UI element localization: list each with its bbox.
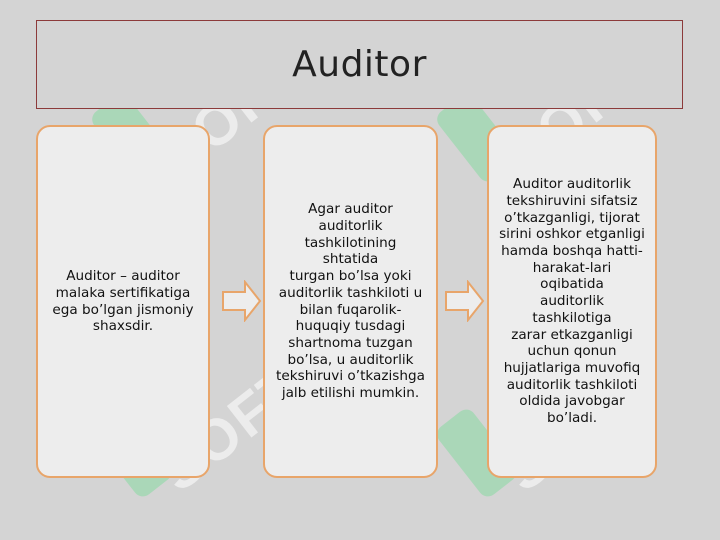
text-line: tekshiruvini sifatsiz: [506, 192, 638, 209]
text-line: Auditor – auditor: [66, 268, 180, 285]
text-line: jalb etilishi mumkin.: [281, 385, 420, 402]
text-line: o’tkazganligi, tijorat: [504, 209, 640, 226]
text-line: bo’lsa, u auditorlik: [287, 351, 414, 368]
text-line: bilan fuqarolik-: [299, 301, 402, 318]
text-line: sirini oshkor etganligi: [499, 226, 645, 243]
text-line: malaka sertifikatiga: [55, 284, 191, 301]
text-line: Agar auditor: [308, 201, 393, 218]
text-line: shartnoma tuzgan: [288, 334, 413, 351]
flow-arrow-icon: [222, 280, 262, 322]
text-line: auditorlik tashkiloti u: [278, 284, 423, 301]
liability-text: Auditor auditorlik tekshiruvini sifatsiz…: [499, 176, 645, 427]
text-line: tekshiruvi o’tkazishga: [276, 368, 425, 385]
text-line: shaxsdir.: [92, 318, 154, 335]
text-line: tashkilotining shtatida: [304, 234, 397, 268]
title-box: Auditor: [36, 20, 683, 109]
text-line: bo’ladi.: [546, 410, 598, 427]
text-line: turgan bo’lsa yoki: [289, 268, 412, 285]
condition-box: Agar auditor auditorlik tashkilotining s…: [263, 125, 438, 478]
text-line: harakat-lari oqibatida: [532, 259, 612, 293]
definition-text: Auditor – auditor malaka sertifikatiga e…: [52, 268, 193, 335]
text-line: oldida javobgar: [519, 393, 625, 410]
text-line: Auditor auditorlik: [513, 176, 631, 193]
slide-title: Auditor: [292, 44, 427, 85]
text-line: zarar etkazganligi: [511, 326, 633, 343]
flow-arrow-icon: [445, 280, 485, 322]
text-line: hamda boshqa hatti-: [501, 243, 643, 260]
text-line: huquqiy tusdagi: [295, 318, 406, 335]
liability-box: Auditor auditorlik tekshiruvini sifatsiz…: [487, 125, 657, 478]
text-line: ega bo’lgan jismoniy: [52, 301, 194, 318]
text-line: auditorlik tashkiloti: [506, 376, 638, 393]
text-line: auditorlik: [318, 217, 383, 234]
text-line: auditorlik tashkilotiga: [532, 293, 612, 326]
text-line: uchun qonun: [527, 343, 617, 360]
condition-text: Agar auditor auditorlik tashkilotining s…: [275, 201, 426, 401]
text-line: hujjatlariga muvofiq: [503, 359, 641, 376]
definition-box: Auditor – auditor malaka sertifikatiga e…: [36, 125, 210, 478]
